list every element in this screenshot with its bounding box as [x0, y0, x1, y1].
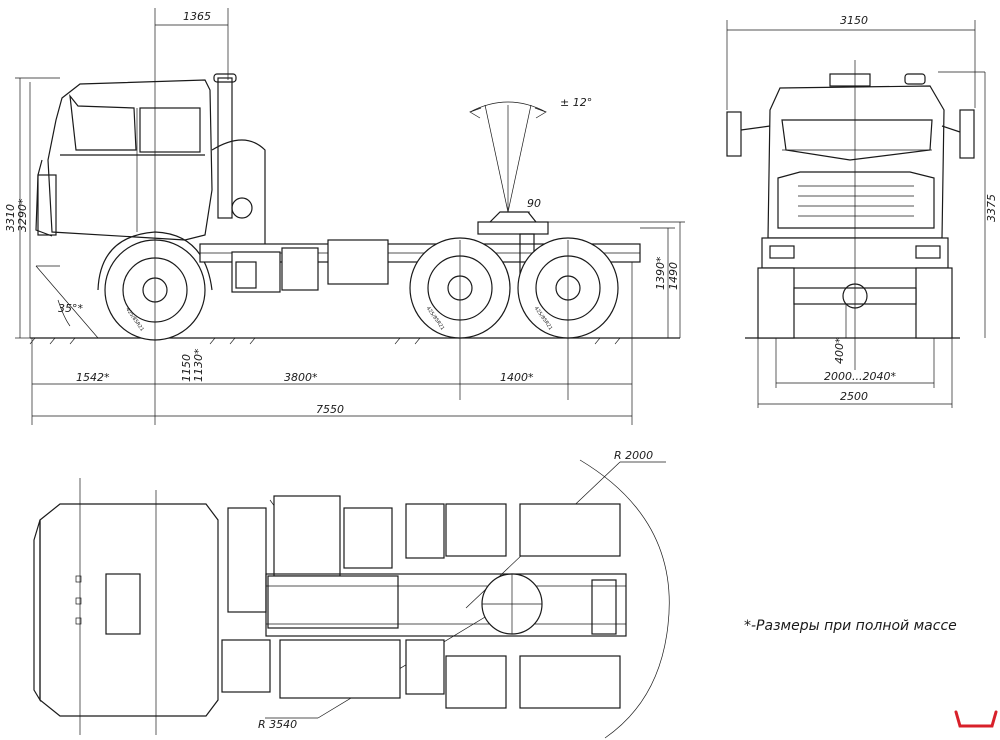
dim-turn-radius: R 3540	[258, 718, 297, 731]
side-view: 425/85R21 425/85R21 425/85R21	[15, 8, 685, 425]
dim-front-height: 3375	[985, 194, 998, 222]
cab-outline	[47, 79, 213, 241]
dim-fifth-wheel-angle: ± 12°	[560, 96, 592, 109]
dim-overall-height: 3310	[4, 204, 17, 232]
front-cab-outline	[767, 85, 945, 239]
dim-ground-clearance-2: 1130*	[192, 348, 205, 382]
dim-ground-clearance-1: 1150	[180, 354, 193, 382]
front-view	[726, 20, 986, 408]
footnote: *-Размеры при полной массе	[744, 618, 957, 634]
dim-overall-width: 2500	[840, 390, 868, 403]
dim-front-overhang: 1542*	[76, 371, 110, 384]
dim-mirror-width: 3150	[840, 14, 868, 27]
dim-approach-angle: 35°*	[58, 302, 83, 315]
top-view	[33, 459, 670, 739]
dim-height-full-mass: 3290*	[16, 198, 29, 232]
corner-logo	[954, 710, 998, 728]
dim-rear-bogie: 1400*	[500, 371, 534, 384]
dim-fifth-wheel-height: 1390*	[654, 256, 667, 290]
dim-fifth-wheel-height-2: 1490	[667, 262, 680, 290]
dim-cab-to-axis: 1365	[183, 10, 211, 23]
dim-clearance: 400*	[833, 337, 846, 364]
top-cab-outline	[39, 503, 219, 717]
dim-overall-length: 7550	[316, 403, 344, 416]
dim-outer-radius: R 2000	[614, 449, 653, 462]
dim-wheelbase: 3800*	[284, 371, 318, 384]
dim-track: 2000...2040*	[824, 370, 896, 383]
dim-fifth-wheel-offset: 90	[527, 197, 541, 210]
